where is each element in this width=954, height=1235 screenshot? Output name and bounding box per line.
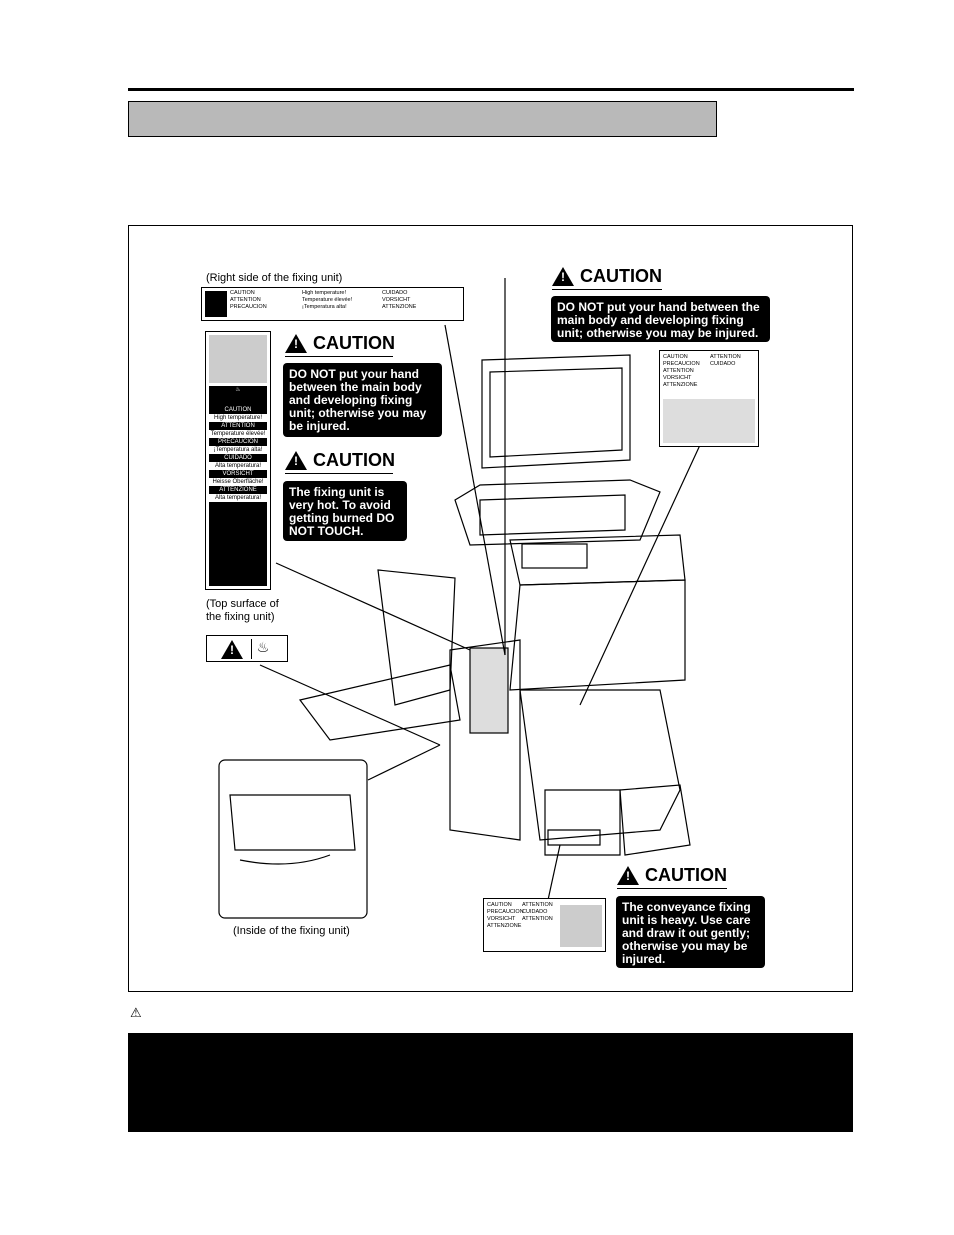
header-rule <box>128 88 854 91</box>
sticker-row: ATTENZIONE <box>219 487 257 493</box>
sticker-row: ATTENTION <box>522 916 553 922</box>
sticker-row: Temperature élevée! <box>302 297 353 303</box>
caution-heading: CAUTION <box>285 333 395 357</box>
sticker-row: PRECAUCION <box>217 439 258 445</box>
sticker-row: ¡Temperatura alta! <box>302 304 347 310</box>
sticker-row: High temperature! <box>302 290 347 296</box>
sticker-row: ATTENZIONE <box>382 304 417 310</box>
caution-message: DO NOT put your hand between the main bo… <box>551 296 770 342</box>
top-surface-sticker: ♨ <box>206 635 288 662</box>
sticker-row: VORSICHT <box>382 297 411 303</box>
lid-sticker: CAUTION PRECAUCION ATTENTION VORSICHT AT… <box>659 350 759 447</box>
conveyance-sticker: CAUTION PRECAUCION VORSICHT ATTENZIONE A… <box>483 898 606 952</box>
sticker-row: VORSICHT <box>663 375 692 381</box>
caution-heading: CAUTION <box>617 865 727 889</box>
hot-surface-icon <box>205 291 227 317</box>
caution-message: The conveyance fixing unit is heavy. Use… <box>616 896 765 968</box>
right-side-sticker: CAUTION ATTENTION PRECAUCION High temper… <box>201 287 464 321</box>
hot-surface-icon: ♨ <box>251 639 274 659</box>
warning-graphic <box>209 335 267 383</box>
sticker-row: ATTENTION <box>710 354 741 360</box>
warning-band <box>128 1033 853 1132</box>
hand-pinch-graphic <box>663 399 755 443</box>
section-title-band <box>128 101 717 137</box>
sticker-row: High temperature! <box>209 414 267 422</box>
sticker-row: ATTENTION <box>522 902 553 908</box>
inside-label: (Inside of the fixing unit) <box>233 925 350 937</box>
warning-triangle-icon <box>617 866 639 885</box>
sticker-row: Alta temperatura! <box>209 462 267 470</box>
sticker-row: Alta temperatura! <box>209 494 267 502</box>
sticker-row: CUIDADO <box>522 909 548 915</box>
sticker-row: CAUTION <box>487 902 512 908</box>
sticker-row: ¡Temperatura alta! <box>209 446 267 454</box>
sticker-row: CAUTION <box>230 290 255 296</box>
sticker-row: ATTENTION <box>663 368 694 374</box>
hot-surface-icon: ♨ <box>235 387 241 393</box>
warning-triangle-icon: ⚠ <box>130 1005 142 1020</box>
sticker-row: Temperature élevée! <box>209 430 267 438</box>
sticker-row: Heisse Oberfläche! <box>209 478 267 486</box>
sticker-row: ATTENTION <box>230 297 261 303</box>
sticker-row: CAUTION <box>224 407 252 413</box>
caution-heading: CAUTION <box>285 450 395 474</box>
sticker-row: PRECAUCION <box>663 361 700 367</box>
sticker-row: VORSICHT <box>222 471 254 477</box>
sticker-row: CUIDADO <box>710 361 736 367</box>
figure-frame <box>128 225 853 992</box>
sticker-row: CAUTION <box>663 354 688 360</box>
sticker-row: ATTENTION <box>221 423 255 429</box>
sticker-row: PRECAUCION <box>487 909 524 915</box>
caution-heading: CAUTION <box>552 266 662 290</box>
caution-message: DO NOT put your hand between the main bo… <box>283 363 442 437</box>
tall-warning-sticker: ♨ CAUTION High temperature! ATTENTION Te… <box>205 331 271 590</box>
sticker-row: CUIDADO <box>382 290 408 296</box>
sticker-row: ATTENZIONE <box>487 923 522 929</box>
heavy-lift-graphic <box>560 905 602 947</box>
caution-message: The fixing unit is very hot. To avoid ge… <box>283 481 407 541</box>
sticker-row: ATTENZIONE <box>663 382 698 388</box>
right-side-label: (Right side of the fixing unit) <box>206 272 343 284</box>
warning-triangle-icon <box>221 640 243 659</box>
warning-triangle-icon <box>552 267 574 286</box>
warning-triangle-icon <box>285 334 307 353</box>
sticker-row: CUIDADO <box>224 455 252 461</box>
sticker-row: VORSICHT <box>487 916 516 922</box>
top-surface-label: (Top surface of the fixing unit) <box>206 598 279 623</box>
warning-triangle-icon <box>285 451 307 470</box>
sticker-row: PRECAUCION <box>230 304 267 310</box>
